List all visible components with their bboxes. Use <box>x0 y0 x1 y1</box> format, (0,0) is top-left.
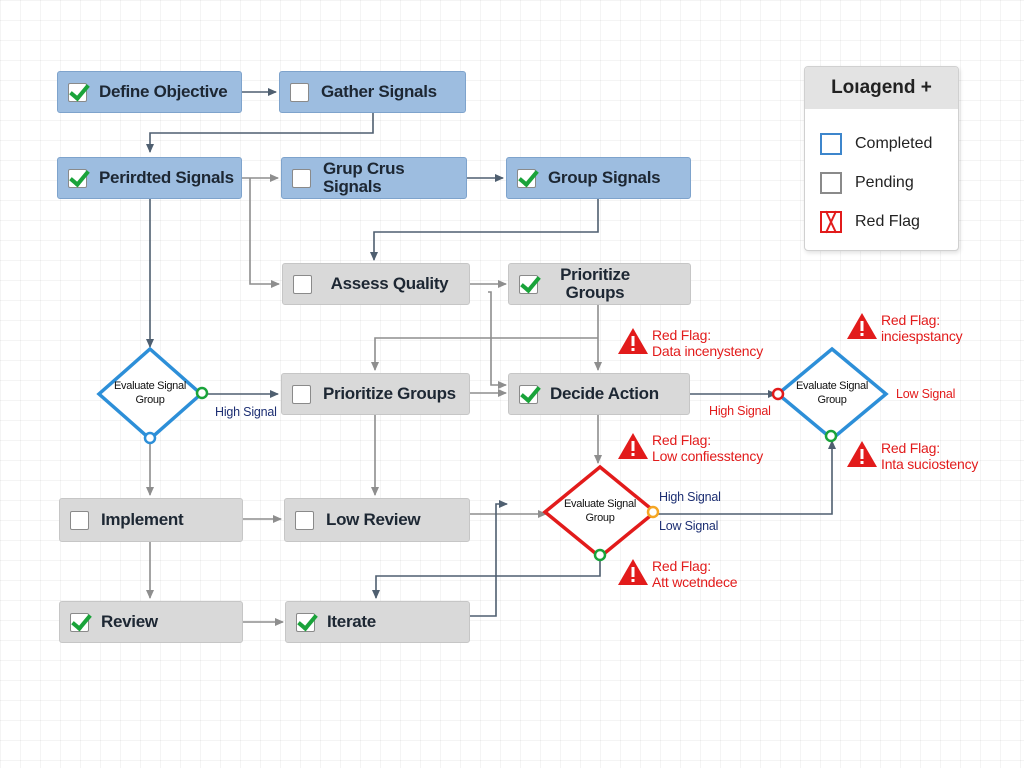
red-flag-text: Low confiesstency <box>652 448 763 464</box>
checkbox-empty-icon <box>292 384 311 404</box>
node-define-objective[interactable]: Define Objective <box>57 71 242 113</box>
node-label: Assess Quality <box>330 274 449 293</box>
node-label: Review <box>101 612 158 631</box>
port-green <box>593 548 607 562</box>
edge-label-high-signal: High Signal <box>659 490 721 504</box>
connector <box>371 337 598 371</box>
legend-item-label: Red Flag <box>855 213 920 230</box>
checkbox-empty-icon <box>292 168 311 188</box>
decision-left <box>96 346 209 445</box>
checkmark-icon <box>68 168 87 188</box>
warning-triangle-icon <box>618 433 648 459</box>
node-label: Grup Crus Signals <box>323 159 405 196</box>
node-label: Gather Signals <box>321 82 437 101</box>
node-label: Low Review <box>326 510 421 529</box>
node-label: Implement <box>101 510 184 529</box>
red-flag-title: Red Flag: <box>881 312 940 328</box>
edge-label-high-signal: High Signal <box>215 405 277 419</box>
red-flag-title: Red Flag: <box>881 440 940 456</box>
checkbox-empty-icon <box>290 82 309 102</box>
connector <box>249 178 280 288</box>
checkbox-empty-icon <box>293 274 312 294</box>
decision-center <box>542 464 660 562</box>
checkmark-icon <box>519 384 538 404</box>
legend-item-pending: Pending <box>820 172 914 194</box>
legend-item-completed: Completed <box>820 133 932 155</box>
checkmark-icon <box>68 82 87 102</box>
checkmark-icon <box>517 168 536 188</box>
port-orange <box>646 505 660 519</box>
decision-right-label: Evaluate Signal Group <box>796 380 868 406</box>
red-flag-text: Inta suciostency <box>881 456 979 472</box>
warning-triangle-icon <box>847 313 877 339</box>
node-gather-signals[interactable]: Gather Signals <box>279 71 466 113</box>
edge-label-high-signal: High Signal <box>709 404 771 418</box>
checkbox-empty-icon <box>295 510 314 530</box>
node-low-review[interactable]: Low Review <box>284 498 470 542</box>
red-flag-annotation: Red Flag:Low confiesstency <box>617 432 763 464</box>
port-green <box>824 429 838 443</box>
node-prioritize-groups-top[interactable]: Prioritize Groups <box>508 263 691 305</box>
red-flag-annotation: Red Flag:Inta suciostency <box>846 440 978 472</box>
red-flag-title: Red Flag: <box>652 558 711 574</box>
node-label: Decide Action <box>550 384 659 403</box>
warning-triangle-icon <box>618 559 648 585</box>
decision-left-label: Evaluate Signal Group <box>114 380 186 406</box>
legend-title[interactable]: Loıagend + <box>805 67 958 109</box>
node-grup-crus-signals[interactable]: Grup Crus Signals <box>281 157 467 199</box>
decision-right <box>771 346 889 443</box>
red-flag-annotation: Red Flag:Data incenystency <box>617 327 763 359</box>
connector <box>372 556 601 599</box>
warning-triangle-icon <box>847 441 877 467</box>
port-red <box>771 387 785 401</box>
node-label: Iterate <box>327 612 376 631</box>
red-flag-title: Red Flag: <box>652 327 711 343</box>
node-prioritize-groups[interactable]: Prioritize Groups <box>281 373 470 415</box>
port-blue <box>143 431 157 445</box>
node-label: Group Signals <box>548 168 661 187</box>
node-label: Prioritize Groups <box>323 384 456 403</box>
node-assess-quality[interactable]: Assess Quality <box>282 263 470 305</box>
red-flag-title: Red Flag: <box>652 432 711 448</box>
checkmark-icon <box>296 612 315 632</box>
node-review[interactable]: Review <box>59 601 243 643</box>
red-flag-swatch-icon <box>820 211 842 233</box>
decision-center-label: Evaluate Signal Group <box>564 498 636 524</box>
connector <box>655 440 836 515</box>
connector <box>146 113 374 153</box>
pending-swatch-icon <box>820 172 842 194</box>
red-flag-annotation: Red Flag:inciespstancy <box>846 312 963 344</box>
node-iterate[interactable]: Iterate <box>285 601 470 643</box>
warning-triangle-icon <box>618 328 648 354</box>
red-flag-text: Att wcetndece <box>652 574 738 590</box>
checkbox-empty-icon <box>70 510 89 530</box>
connector <box>488 291 507 389</box>
checkmark-icon <box>519 274 538 294</box>
legend-panel: Loıagend + Completed Pending Red Flag <box>804 66 959 251</box>
node-label: Perirdted Signals <box>99 168 234 187</box>
port-green <box>195 386 209 400</box>
legend-item-red-flag: Red Flag <box>820 211 920 233</box>
red-flag-text: inciespstancy <box>881 328 963 344</box>
node-label: Prioritize Groups <box>560 265 630 302</box>
node-label: Define Objective <box>99 82 228 101</box>
node-perirdted-signals[interactable]: Perirdted Signals <box>57 157 242 199</box>
legend-item-label: Completed <box>855 135 933 152</box>
red-flag-text: Data incenystency <box>652 343 763 359</box>
completed-swatch-icon <box>820 133 842 155</box>
connector <box>370 199 599 261</box>
edge-label-low-signal: Low Signal <box>659 519 719 533</box>
legend-item-label: Pending <box>855 174 914 191</box>
node-implement[interactable]: Implement <box>59 498 243 542</box>
node-decide-action[interactable]: Decide Action <box>508 373 690 415</box>
edge-label-low-signal: Low Signal <box>896 387 956 401</box>
node-group-signals[interactable]: Group Signals <box>506 157 691 199</box>
red-flag-annotation: Red Flag:Att wcetndece <box>617 558 738 590</box>
checkmark-icon <box>70 612 89 632</box>
connector <box>470 500 508 617</box>
